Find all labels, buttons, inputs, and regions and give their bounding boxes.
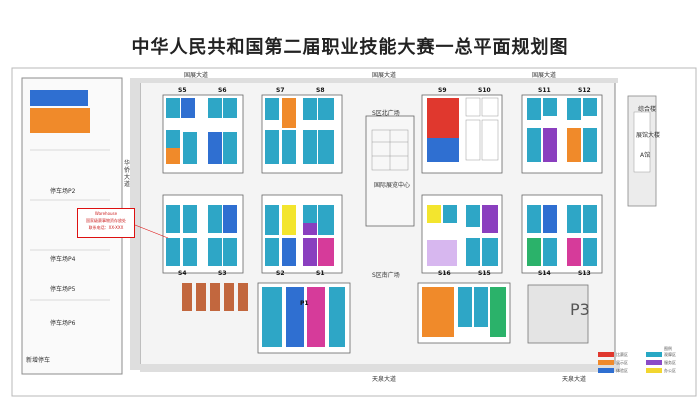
hall-group-s7-s8 (261, 94, 343, 174)
road-label-north-1: 国展大道 (184, 72, 209, 79)
legend-swatch-4 (646, 352, 662, 357)
hall-south-east (417, 282, 511, 344)
legend-title: 图例 (664, 346, 672, 351)
parking-label-p2: 停车场P2 (50, 188, 76, 195)
parking-label-p5: 停车场P5 (50, 286, 76, 293)
hall-label-s2: S2 (276, 270, 285, 277)
hall-label-s15: S15 (478, 270, 491, 277)
central-building-grid (371, 129, 409, 171)
hall-label-s13: S13 (578, 270, 591, 277)
legend-swatch-1 (598, 352, 614, 357)
legend-swatch-3 (598, 368, 614, 373)
hall-label-p3: P3 (570, 300, 590, 319)
legend-item-2: 展示区 (616, 360, 628, 365)
road-label-south-1: 天泉大道 (372, 376, 397, 383)
hall-label-s8: S8 (316, 87, 325, 94)
legend-item-4: 观摩区 (664, 352, 676, 357)
legend-swatch-6 (646, 368, 662, 373)
roads (130, 78, 620, 372)
page-title: 中华人民共和国第二届职业技能大赛一总平面规划图 (131, 37, 569, 58)
east-label-b: 展馆大楼 (636, 132, 661, 139)
hall-p1 (257, 282, 351, 354)
parking-label-p7: 新增停车 (26, 357, 51, 364)
hall-label-s14: S14 (538, 270, 551, 277)
hall-label-s11: S11 (538, 87, 551, 94)
east-label-a: 综合楼 (638, 106, 657, 113)
road-label-north-3: 国展大道 (532, 72, 557, 79)
parking-p3 (527, 284, 589, 344)
callout-line-3: 联系电话：XX-XXX (88, 225, 124, 230)
legend-item-1: 比赛区 (616, 352, 628, 357)
legend-item-6: 办公区 (664, 368, 676, 373)
hall-label-s3: S3 (218, 270, 227, 277)
hall-label-s10: S10 (478, 87, 491, 94)
parking-label-p6: 停车场P6 (50, 320, 76, 327)
callout-line-1: Warehouse (94, 211, 118, 216)
hall-group-s2-s1 (261, 194, 343, 274)
east-label-c: A馆 (640, 152, 651, 159)
left-lot-orange-block (30, 108, 90, 133)
left-lot-blue-block (30, 90, 88, 106)
legend-item-3: 体验区 (616, 368, 628, 373)
hall-group-s9-s10 (421, 94, 503, 174)
hall-label-s6: S6 (218, 87, 227, 94)
left-lot-stripes (30, 149, 110, 301)
plaza-label-south: S区南广场 (372, 272, 400, 279)
hall-group-s16-s15 (421, 194, 503, 274)
hall-label-s7: S7 (276, 87, 285, 94)
hall-group-s5-s6 (162, 94, 244, 174)
hall-group-s14-s13 (521, 194, 603, 274)
hall-label-s4: S4 (178, 270, 187, 277)
road-label-south-2: 天泉大道 (562, 376, 587, 383)
hall-label-p1: P1 (300, 300, 309, 307)
hall-label-s9: S9 (438, 87, 447, 94)
hall-label-s16: S16 (438, 270, 451, 277)
hall-label-s12: S12 (578, 87, 591, 94)
legend-swatch-2 (598, 360, 614, 365)
hall-group-s11-s12 (521, 94, 603, 174)
legend-swatch-5 (646, 360, 662, 365)
road-label-west: 华侨大道 (124, 160, 131, 188)
outer-frame (11, 67, 697, 397)
legend-item-5: 服务区 (664, 360, 676, 365)
hall-label-s5: S5 (178, 87, 187, 94)
plaza-label-center: 国际展览中心 (374, 182, 411, 189)
road-label-north-2: 国展大道 (372, 72, 397, 79)
legend: 图例 比赛区 展示区 体验区 观摩区 服务区 办公区 (596, 346, 696, 396)
parking-label-p4: 停车场P4 (50, 256, 76, 263)
hall-label-s1: S1 (316, 270, 325, 277)
callout-line-2: 国家级赛事物资存放处 (86, 218, 126, 223)
plaza-label-north: S区北广场 (372, 110, 400, 117)
warehouse-callout: Warehouse 国家级赛事物资存放处 联系电话：XX-XXX (77, 208, 135, 238)
east-building-inner (633, 111, 651, 173)
hall-group-s4-s3 (162, 194, 244, 274)
brick-blocks (182, 283, 248, 311)
